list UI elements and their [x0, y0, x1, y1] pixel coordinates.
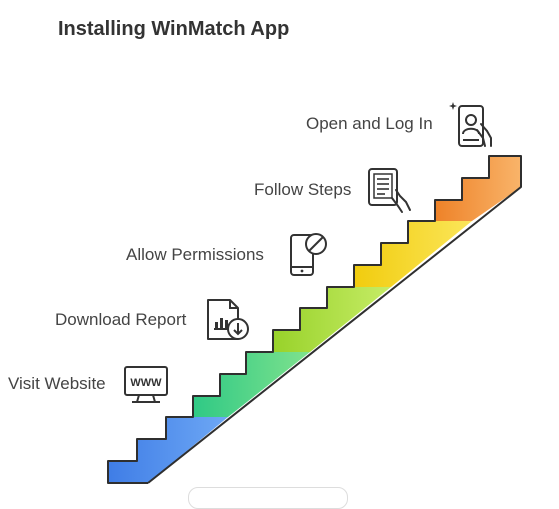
step-label-open-and-log-in: Open and Log In — [306, 114, 433, 133]
stair-segment-open-and-log-in — [435, 156, 521, 221]
stair-segment-allow-permissions — [273, 287, 391, 352]
download-report-icon — [207, 299, 249, 340]
stair-segment-download-report — [193, 352, 310, 417]
bottom-tab[interactable] — [188, 487, 348, 509]
step-label-visit-website: Visit Website — [8, 374, 106, 393]
step-label-follow-steps: Follow Steps — [254, 180, 352, 199]
www-text: WWW — [130, 377, 162, 389]
phone-login-icon — [449, 102, 492, 147]
stair-outline — [107, 155, 522, 484]
stair-segment-visit-website — [108, 417, 228, 483]
step-label-allow-permissions: Allow Permissions — [126, 245, 264, 264]
staircase — [107, 155, 522, 484]
phone-blocked-icon — [290, 233, 327, 276]
tablet-checklist-icon — [368, 168, 411, 213]
step-label-download-report: Download Report — [55, 310, 187, 329]
www-monitor-icon: WWW — [124, 366, 168, 403]
diagram-title: Installing WinMatch App — [58, 18, 290, 40]
stair-segment-follow-steps — [354, 221, 472, 287]
